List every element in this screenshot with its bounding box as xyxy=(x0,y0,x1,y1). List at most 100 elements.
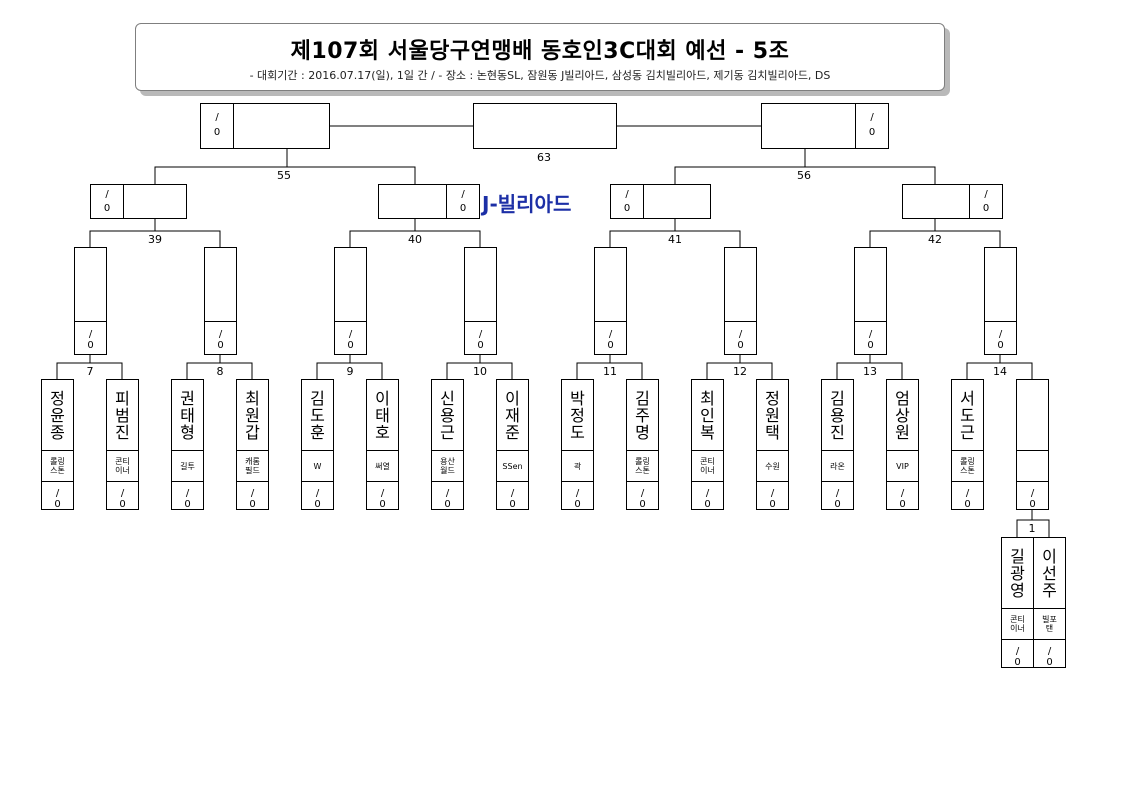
score-cell[interactable]: /0 xyxy=(757,481,788,511)
score-cell[interactable]: /0 xyxy=(465,321,496,356)
player-club: 길투 xyxy=(172,450,203,482)
score-value: 0 xyxy=(607,340,614,351)
round2-slot-8[interactable]: /0 xyxy=(984,247,1017,355)
match-56-bottom-box[interactable]: / 0 xyxy=(902,184,1003,219)
match-56-top-box[interactable]: / 0 xyxy=(610,184,711,219)
score-value: 0 xyxy=(867,340,874,351)
semifinal-left-box[interactable]: / 0 xyxy=(200,103,330,149)
score-slash: / xyxy=(900,488,905,499)
score-cell[interactable]: / 0 xyxy=(201,104,234,148)
score-cell[interactable]: /0 xyxy=(952,481,983,511)
round2-slot-5[interactable]: /0 xyxy=(594,247,627,355)
venue-label: J-빌리아드 xyxy=(482,192,572,216)
round2-slot-2[interactable]: /0 xyxy=(204,247,237,355)
match-55-bottom-box[interactable]: / 0 xyxy=(378,184,480,219)
score-cell[interactable]: / 0 xyxy=(446,185,479,218)
score-cell[interactable]: / 0 xyxy=(969,185,1002,218)
score-cell[interactable]: /0 xyxy=(1017,481,1048,511)
score-slash: / xyxy=(1030,488,1035,499)
score-slash: / xyxy=(510,488,515,499)
round2-slot-7[interactable]: /0 xyxy=(854,247,887,355)
score-cell[interactable]: /0 xyxy=(497,481,528,511)
score-value: 0 xyxy=(347,340,354,351)
score-cell[interactable]: /0 xyxy=(302,481,333,511)
score-cell[interactable]: /0 xyxy=(725,321,756,356)
score-slash: / xyxy=(218,329,223,340)
score-value: 0 xyxy=(769,499,776,510)
score-cell[interactable]: /0 xyxy=(75,321,106,356)
final-winner-box[interactable] xyxy=(473,103,617,149)
score-cell[interactable]: /0 xyxy=(172,481,203,511)
score-cell[interactable]: /0 xyxy=(1034,639,1065,669)
score-slash: / xyxy=(315,488,320,499)
semifinal-right-box[interactable]: / 0 xyxy=(761,103,889,149)
score-cell[interactable]: /0 xyxy=(205,321,236,356)
match-number-11: 11 xyxy=(603,365,617,378)
score-cell[interactable]: /0 xyxy=(562,481,593,511)
score-cell[interactable]: / 0 xyxy=(611,185,644,218)
tournament-info: - 대회기간 : 2016.07.17(일), 1일 간 / - 장소 : 논현… xyxy=(249,69,831,82)
score-cell[interactable]: / 0 xyxy=(855,104,888,148)
round2-slot-4[interactable]: /0 xyxy=(464,247,497,355)
score-cell[interactable]: /0 xyxy=(692,481,723,511)
score-cell[interactable]: /0 xyxy=(1002,639,1033,669)
score-cell[interactable]: /0 xyxy=(367,481,398,511)
score-value: 0 xyxy=(574,499,581,510)
score-cell[interactable]: /0 xyxy=(855,321,886,356)
match-number-55: 55 xyxy=(277,169,291,182)
score-value: 0 xyxy=(737,340,744,351)
score-cell[interactable]: /0 xyxy=(107,481,138,511)
match-number-1: 1 xyxy=(1028,522,1036,535)
score-cell[interactable]: /0 xyxy=(335,321,366,356)
round2-slot-6[interactable]: /0 xyxy=(724,247,757,355)
score-cell[interactable]: /0 xyxy=(887,481,918,511)
match-55-top-box[interactable]: / 0 xyxy=(90,184,187,219)
score-cell[interactable]: /0 xyxy=(432,481,463,511)
score-cell[interactable]: /0 xyxy=(595,321,626,356)
score-cell[interactable]: /0 xyxy=(42,481,73,511)
score-cell[interactable]: /0 xyxy=(822,481,853,511)
score-cell[interactable]: /0 xyxy=(985,321,1016,356)
score-value: 0 xyxy=(249,499,256,510)
score-value: 0 xyxy=(704,499,711,510)
score-value: 0 xyxy=(477,340,484,351)
score-value: 0 xyxy=(509,499,516,510)
score-cell[interactable]: /0 xyxy=(627,481,658,511)
score-value: 0 xyxy=(1014,657,1021,668)
score-cell[interactable]: / 0 xyxy=(91,185,124,218)
player-slot[interactable]: /0 xyxy=(1016,379,1049,510)
round2-slot-1[interactable]: /0 xyxy=(74,247,107,355)
score-cell[interactable]: /0 xyxy=(237,481,268,511)
match-number-8: 8 xyxy=(216,365,224,378)
round2-slot-3[interactable]: /0 xyxy=(334,247,367,355)
score-slash: / xyxy=(250,488,255,499)
player-club: 곽 xyxy=(562,450,593,482)
